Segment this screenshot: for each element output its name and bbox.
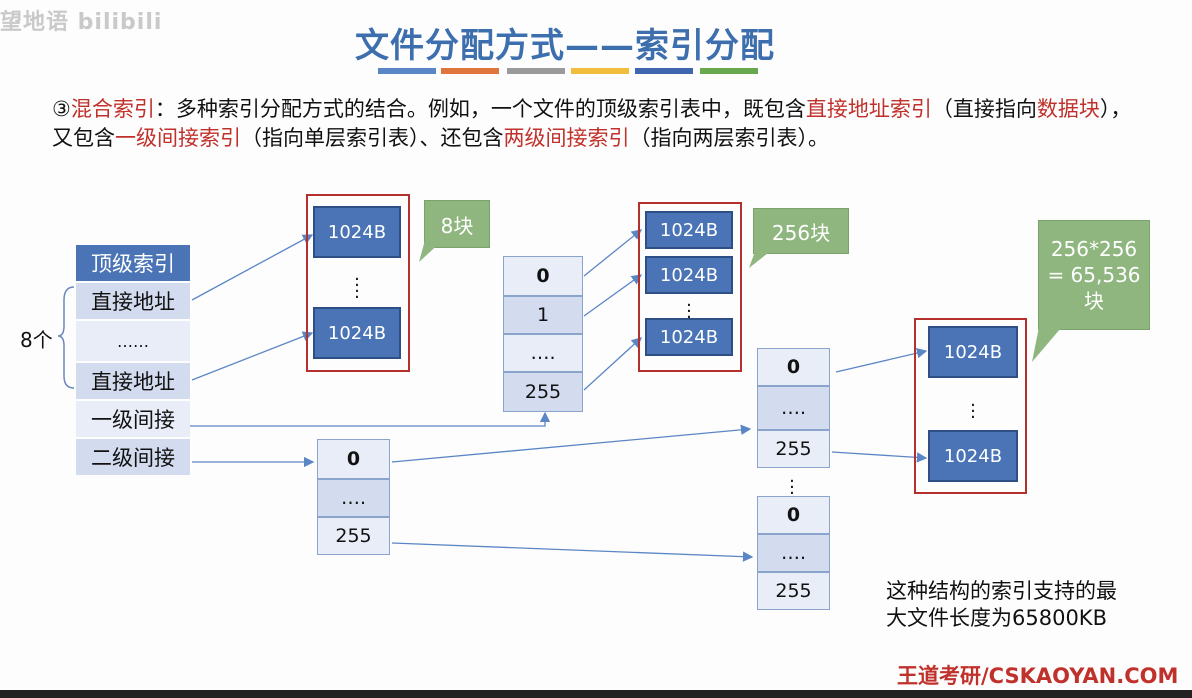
summary-line-1: 这种结构的索引支持的最 (886, 579, 1117, 603)
vertical-ellipsis: ... (789, 466, 795, 499)
para-text-4: （指向单层索引表）、还包含 (241, 126, 504, 150)
double-l2a-entry-0: 0 (757, 348, 830, 386)
brace-label: 8个 (20, 328, 53, 352)
double-indirect-blocks-group (914, 318, 1027, 494)
item-number: ③ (52, 97, 71, 121)
data-block: 1024B (645, 211, 733, 249)
top-index-row-double-indirect: 二级间接 (76, 439, 190, 475)
data-block: 1024B (928, 430, 1018, 482)
data-block: 1024B (313, 206, 401, 258)
single-index-ellipsis: …. (503, 334, 583, 372)
vertical-ellipsis: ... (686, 290, 692, 323)
callout-line-3: 块 (1084, 289, 1104, 313)
top-index-header: 顶级索引 (76, 245, 190, 281)
watermark: 望地语 bilibili (0, 10, 163, 35)
callout-line-2: = 65,536 (1047, 263, 1141, 287)
summary-text: 这种结构的索引支持的最 大文件长度为65800KB (886, 578, 1117, 632)
double-l2b-ellipsis: …. (757, 534, 830, 572)
para-text-5: （指向两层索引表）。 (629, 126, 830, 150)
double-l1-ellipsis: …. (317, 479, 390, 517)
double-l2b-entry-0: 0 (757, 496, 830, 534)
top-index-row-direct-8: 直接地址 (76, 363, 190, 399)
double-l1-entry-255: 255 (317, 517, 390, 555)
callout-65536-blocks: 256*256 = 65,536 块 (1038, 220, 1150, 330)
double-l1-entry-0: 0 (317, 439, 390, 479)
callout-8-blocks-tail (419, 240, 443, 262)
term-data-block: 数据块 (1036, 97, 1100, 121)
double-l2b-entry-255: 255 (757, 572, 830, 610)
color-bar-4 (571, 68, 629, 74)
vertical-ellipsis: .... (354, 264, 360, 303)
vertical-ellipsis: ... (970, 390, 976, 423)
double-l2a-entry-255: 255 (757, 430, 830, 468)
double-l2a-ellipsis: …. (757, 386, 830, 430)
callout-line-1: 256*256 (1050, 237, 1138, 261)
data-block: 1024B (645, 256, 733, 294)
term-double-indirect: 两级间接索引 (503, 126, 630, 150)
term-mixed-index: 混合索引 (70, 97, 155, 121)
top-index-row-single-indirect: 一级间接 (76, 401, 190, 437)
color-bar-6 (700, 68, 758, 74)
single-index-entry-1: 1 (503, 296, 583, 334)
color-bar-2 (441, 68, 499, 74)
para-text-2: （直接指向 (931, 97, 1037, 121)
single-index-entry-0: 0 (503, 256, 583, 296)
color-bar-5 (635, 68, 693, 74)
brand-logo-text: 王道考研/CSKAOYAN.COM (897, 664, 1179, 688)
description-paragraph: ③混合索引：多种索引分配方式的结合。例如，一个文件的顶级索引表中，既包含直接地址… (52, 95, 1152, 153)
top-index-row-ellipsis: …… (76, 321, 190, 361)
summary-line-2: 大文件长度为65800KB (886, 606, 1107, 630)
bottom-bar (0, 690, 1192, 698)
slide-title: 文件分配方式——索引分配 (355, 26, 775, 66)
single-index-entry-255: 255 (503, 372, 583, 412)
term-single-indirect: 一级间接索引 (115, 126, 241, 150)
direct-blocks-group (306, 194, 410, 372)
para-text-3: ），又包含 (52, 97, 1132, 150)
para-text-1: ：多种索引分配方式的结合。例如，一个文件的顶级索引表中，既包含 (154, 97, 806, 121)
term-direct-address: 直接地址索引 (805, 97, 932, 121)
callout-65536-blocks-tail (1032, 322, 1066, 362)
data-block: 1024B (928, 326, 1018, 378)
top-index-row-direct-1: 直接地址 (76, 283, 190, 319)
single-indirect-blocks-group (638, 202, 742, 372)
data-block: 1024B (645, 318, 733, 356)
data-block: 1024B (313, 307, 401, 359)
color-bar-3 (507, 68, 565, 74)
callout-256-blocks-tail (749, 246, 777, 268)
color-bar-1 (378, 68, 436, 74)
